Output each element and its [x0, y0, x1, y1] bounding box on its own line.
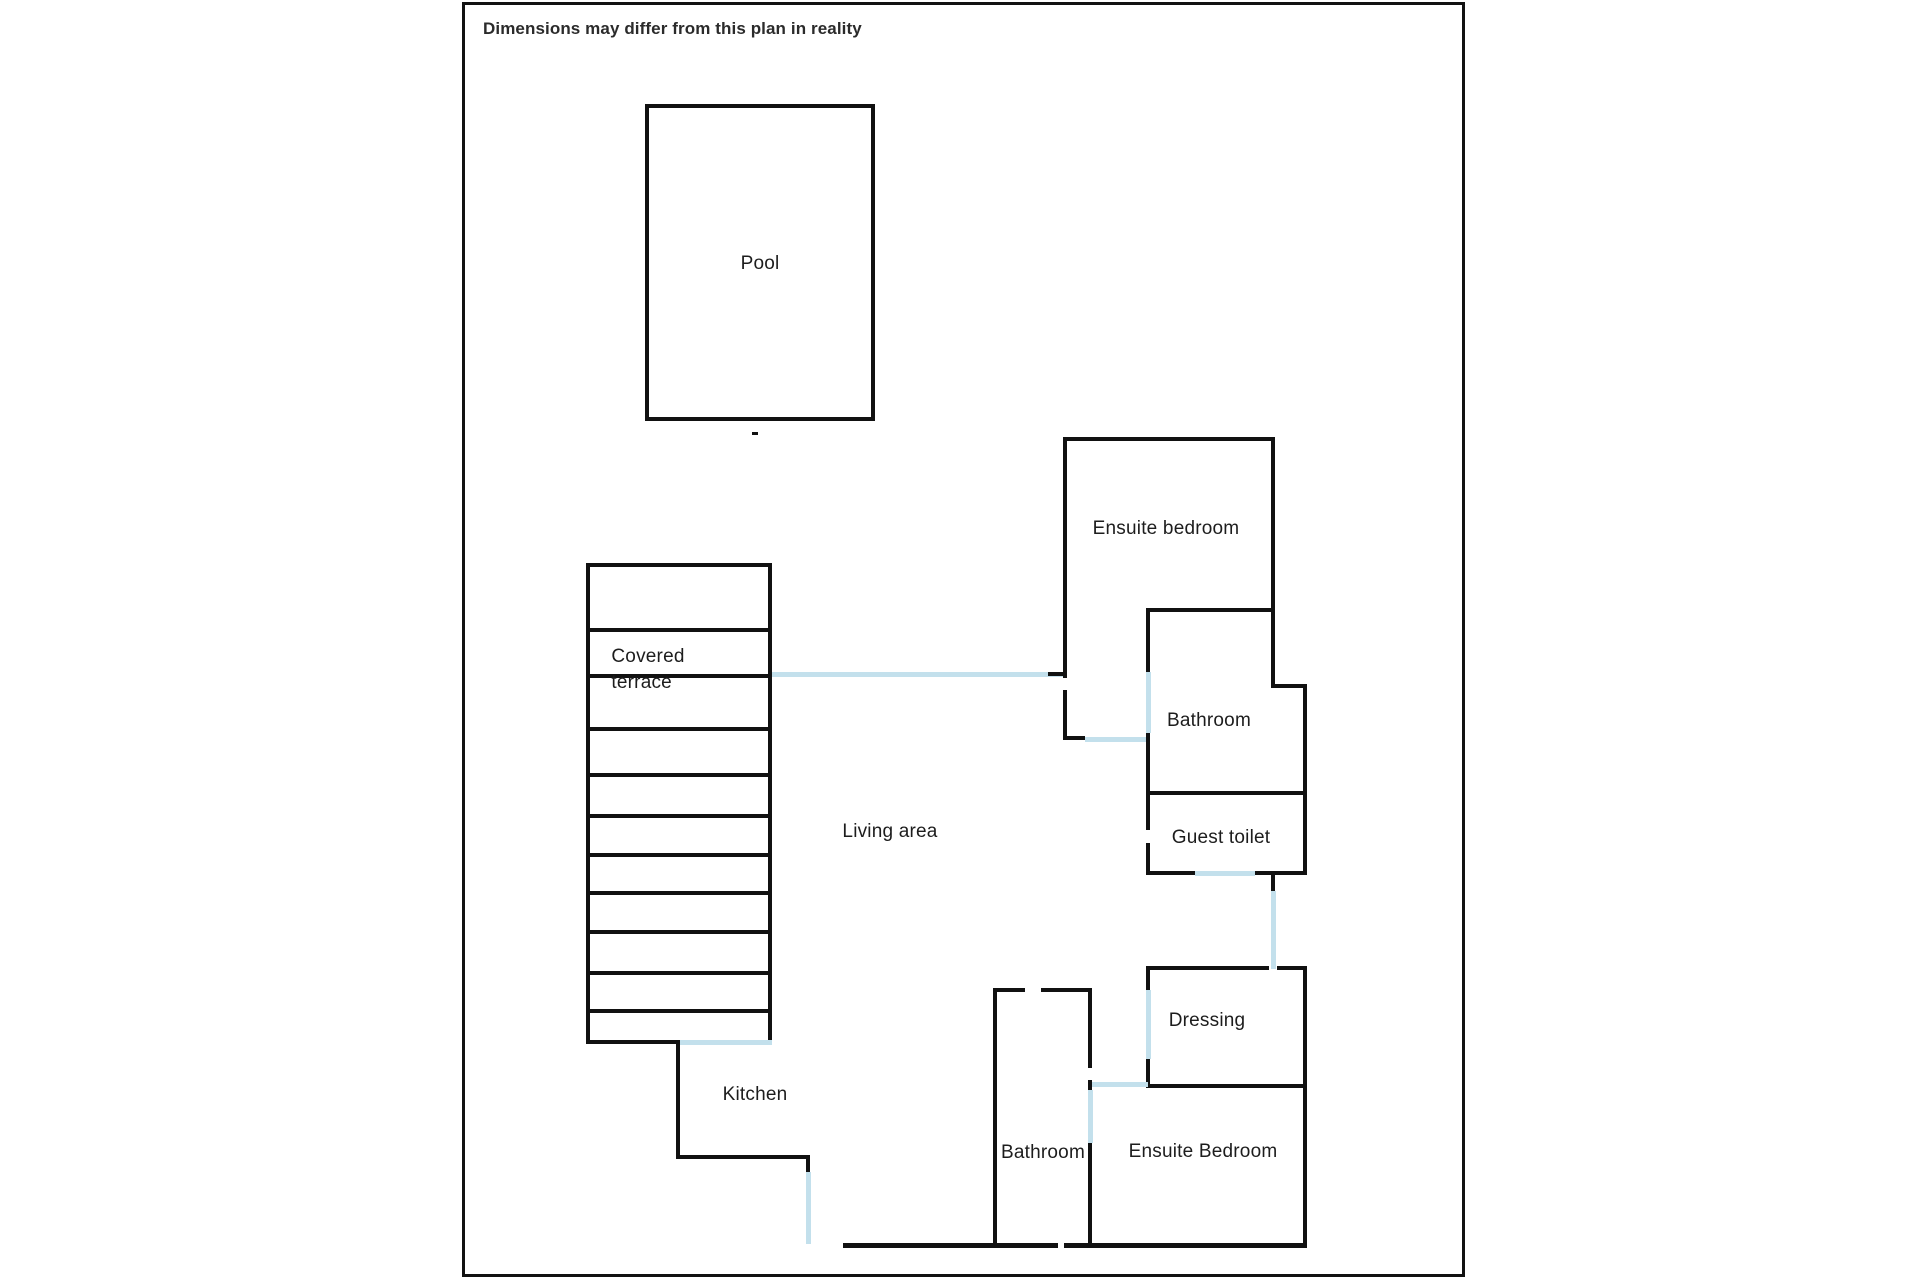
corridor-wall-bottom: [1063, 736, 1085, 740]
ensuite-upper-wall-left: [1063, 437, 1067, 678]
terrace-slat-9: [586, 971, 772, 975]
dressing-wall-top-right: [1277, 966, 1307, 970]
corridor-wall-left-lower: [1063, 690, 1067, 740]
exterior-wall-bottom-left: [843, 1243, 1000, 1248]
terrace-slat-1: [586, 628, 772, 632]
room-label-living-area: Living area: [842, 821, 938, 842]
door-corridor-to-bathroom-upper: [1085, 737, 1147, 742]
bathroom-upper-wall-left-bottom: [1146, 733, 1150, 795]
ensuite-lower-wall-right: [1303, 1084, 1307, 1245]
dressing-wall-top-left: [1146, 966, 1269, 970]
pool-room-outline: [645, 104, 875, 421]
door-corridor-to-ensuite-lower: [1092, 1082, 1148, 1087]
guest-toilet-wall-bottom-left: [1146, 871, 1195, 875]
guest-toilet-wall-left-bottom: [1146, 843, 1150, 875]
bathroom-upper-wall-right-upper: [1271, 660, 1275, 688]
dressing-wall-right: [1303, 966, 1307, 1087]
bathroom-lower-wall-right-top: [1088, 988, 1092, 1068]
disclaimer-note: Dimensions may differ from this plan in …: [483, 19, 862, 38]
door-guest-toilet-bottom: [1195, 871, 1255, 876]
bathroom-upper-wall-left-top: [1146, 608, 1150, 672]
terrace-slat-7: [586, 891, 772, 895]
bathroom-lower-wall-right-bottom: [1088, 1143, 1092, 1245]
dressing-wall-left-bottom: [1146, 1059, 1150, 1087]
dressing-wall-left-top: [1146, 966, 1150, 990]
door-corridor-to-dressing: [1271, 891, 1276, 969]
guest-toilet-wall-right: [1303, 791, 1307, 875]
room-label-ensuite-bedroom-upper: Ensuite bedroom: [1092, 518, 1240, 539]
bathroom-lower-wall-top-left: [993, 988, 1025, 992]
plan-sheet: Dimensions may differ from this plan in …: [462, 2, 1465, 1277]
terrace-slat-6: [586, 853, 772, 857]
corridor-wall-stub-top: [1048, 672, 1067, 676]
room-label-bathroom-upper: Bathroom: [1167, 710, 1251, 731]
guest-toilet-wall-bottom-right: [1255, 871, 1307, 875]
kitchen-wall-right-stub: [806, 1155, 810, 1175]
room-label-pool: Pool: [740, 253, 780, 274]
kitchen-wall-left: [676, 1042, 680, 1159]
door-terrace-to-kitchen: [680, 1040, 772, 1045]
door-dressing-left: [1146, 990, 1151, 1059]
dressing-wall-bottom: [1146, 1084, 1307, 1088]
bathroom-upper-wall-top: [1146, 608, 1275, 612]
room-label-guest-toilet: Guest toilet: [1171, 827, 1271, 848]
bathroom-lower-wall-right-mid: [1088, 1080, 1092, 1090]
ensuite-upper-wall-right: [1271, 437, 1275, 686]
bathroom-lower-wall-left: [993, 988, 997, 1245]
room-label-bathroom-lower: Bathroom: [1001, 1142, 1085, 1163]
terrace-slat-4: [586, 773, 772, 777]
room-label-dressing: Dressing: [1168, 1010, 1246, 1031]
exterior-wall-bottom-right: [1064, 1243, 1307, 1248]
room-label-covered-terrace: Covered terrace: [611, 646, 685, 693]
terrace-slat-2: [586, 674, 772, 678]
corridor-wall-vertical-right: [1271, 871, 1275, 893]
door-terrace-to-living: [772, 672, 1064, 677]
bathroom-upper-wall-right-lower: [1303, 684, 1307, 795]
terrace-slat-5: [586, 814, 772, 818]
corridor-wall-left-upper: [1063, 612, 1067, 645]
bathroom-lower-wall-top-right: [1041, 988, 1092, 992]
kitchen-wall-bottom: [676, 1155, 810, 1159]
bathroom-upper-step-horizontal: [1271, 684, 1307, 688]
guest-toilet-wall-left-top: [1146, 791, 1150, 830]
door-bathroom-upper-left: [1146, 672, 1151, 733]
room-label-kitchen: Kitchen: [722, 1084, 788, 1105]
terrace-slat-8: [586, 930, 772, 934]
ensuite-upper-wall-top: [1063, 437, 1275, 441]
pool-tick-mark: [752, 432, 758, 435]
bathroom-upper-wall-bottom: [1146, 791, 1307, 795]
door-kitchen-to-exterior: [806, 1172, 811, 1244]
terrace-slat-3: [586, 727, 772, 731]
terrace-slat-10: [586, 1009, 772, 1013]
exterior-wall-bottom-mid: [1000, 1243, 1058, 1248]
room-label-ensuite-bedroom-lower: Ensuite Bedroom: [1128, 1141, 1278, 1162]
door-bathroom-lower-right: [1088, 1090, 1093, 1143]
